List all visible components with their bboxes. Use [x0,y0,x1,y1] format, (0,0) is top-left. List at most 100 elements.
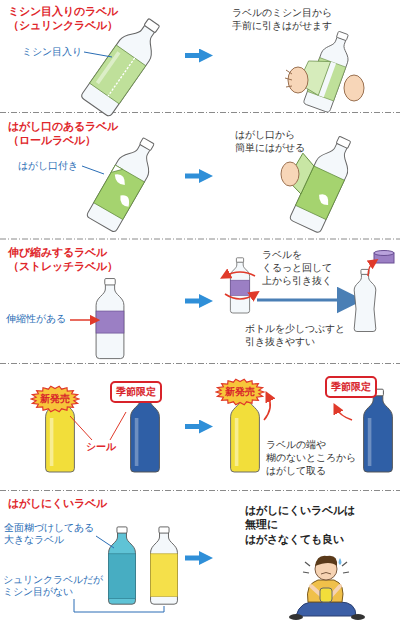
frustrated-man [296,602,356,616]
flow-arrow [185,556,199,561]
removed-label [368,251,394,277]
sticker-badge [326,377,376,397]
glued-bottle [109,554,136,599]
callout-text: 伸縮性がある [6,313,66,326]
hand [285,70,292,87]
blue-bottle [364,395,393,472]
frustrated-man [351,614,365,620]
hand [281,162,299,186]
step-panel: ラベルのミシン目から 手前に引きはがせます [215,0,400,111]
sticker: 季節限定 [325,376,377,398]
roll-label-bottle [86,138,160,232]
leader-line [96,536,114,548]
flow-arrow [185,53,199,58]
row-divider [0,113,400,491]
blue-bottle [364,389,393,472]
frustrated-man [305,562,310,566]
shrink-bottle [151,554,178,597]
yellow-bottle [231,395,260,472]
shrink-bottle [151,527,178,604]
blue-bottle [131,395,160,472]
frustrated-man [289,556,365,620]
leader-line [70,416,92,440]
yellow-bottle [50,418,54,466]
frustrated-man [307,580,343,602]
flow-arrow [185,174,199,179]
instruction-text: ラベルを くるっと回して 上から引き抜く [262,248,332,287]
removed-label [374,251,394,256]
step-panel: 伸び縮みするラベル （ストレッチラベル） 伸縮性がある [0,241,183,361]
frustrated-man [339,558,342,565]
rotate-arrow [225,272,255,299]
frustrated-man [321,573,331,575]
glued-bottle [109,533,136,605]
label-heading: 伸び縮みするラベル （ストレッチラベル） [8,246,118,274]
instruction-text: ラベルのミシン目から 手前に引きはがせます [232,6,332,32]
removed-label [368,262,374,276]
frustrated-man [289,614,303,620]
leader-line [110,412,126,440]
squeezed-bottle [354,274,376,332]
step-panel: はがしにくいラベル全面糊づけしてある 大きなラベルシュリンクラベルだが ミシン目… [0,492,183,624]
step-panel: はがし口から 簡単にはがせる [215,115,400,237]
small-bottle [236,258,243,262]
rotate-arrow [225,272,255,276]
sticker-badge [111,382,161,402]
roll-label-bottle [112,172,128,186]
sticker-burst [216,379,264,405]
row-divider [0,490,400,491]
hand [285,67,364,101]
flow-arrow [185,424,199,429]
frustrated-man [303,562,349,573]
step-panel: ラベルの端や 糊のないところから はがして取る 新発売 季節限定 [215,365,400,488]
row-divider [0,363,400,364]
step-panel: ミシン目入りのラベル （シュリンクラベル）ミシン目入り [0,0,183,111]
glued-bottle [109,527,136,604]
roll-label-bottle [139,138,154,151]
shrink-bottle [151,533,178,605]
frustrated-man [303,572,309,573]
instruction-text: ボトルを少しつぶすと 引き抜きやすい [245,322,345,348]
hand [281,162,299,186]
leader-line [84,52,112,57]
leader-arrow [70,319,95,321]
shrink-bottle [144,18,160,33]
leader-line [74,599,164,612]
sticker: 季節限定 [110,381,162,403]
roll-label-bottle [111,165,122,176]
frustrated-man [320,588,332,602]
step-panel: シール新発売季節限定 [0,365,183,488]
instruction-text: はがし口から 簡単にはがせる [235,128,305,154]
peel-arrow [264,396,352,420]
yellow-bottle [235,418,239,466]
step-arrow [257,299,340,302]
instruction-text: はがしにくいラベルは 無理に はがさなくても良い [245,504,355,547]
instruction-text: ラベルの端や 糊のないところから はがして取る [266,438,356,477]
peel-arrow [264,396,270,420]
blue-bottle [368,418,372,466]
row-divider [0,239,400,240]
step-panel: はがしにくいラベルは 無理に はがさなくても良い [215,492,400,624]
glued-bottle [117,527,127,533]
roll-label-bottle [117,193,133,207]
peeling-bottle [336,31,348,41]
callout-text: ミシン目入り [22,46,82,59]
callout-text: シュリンクラベルだが ミシン目がない [3,574,103,599]
stretch-bottle [96,311,124,333]
squeezed-bottle [354,269,376,331]
peeling-bottle [336,136,351,148]
step-panel: ラベルを くるっと回して 上から引き抜くボトルを少しつぶすと 引き抜きやすい [215,241,400,361]
leader-line [82,166,104,174]
sticker: 新発売 [215,378,265,406]
sticker-text: 新発売 [40,393,70,405]
label-heading: はがしにくいラベル [8,497,107,511]
shrink-bottle [80,18,165,117]
row-divider [0,112,400,113]
small-bottle [230,258,249,313]
sticker: 新発売 [30,385,80,413]
stretch-bottle [96,279,124,359]
peeling-bottle [273,124,361,233]
small-bottle [230,280,249,295]
sticker-text: 新発売 [225,386,255,398]
